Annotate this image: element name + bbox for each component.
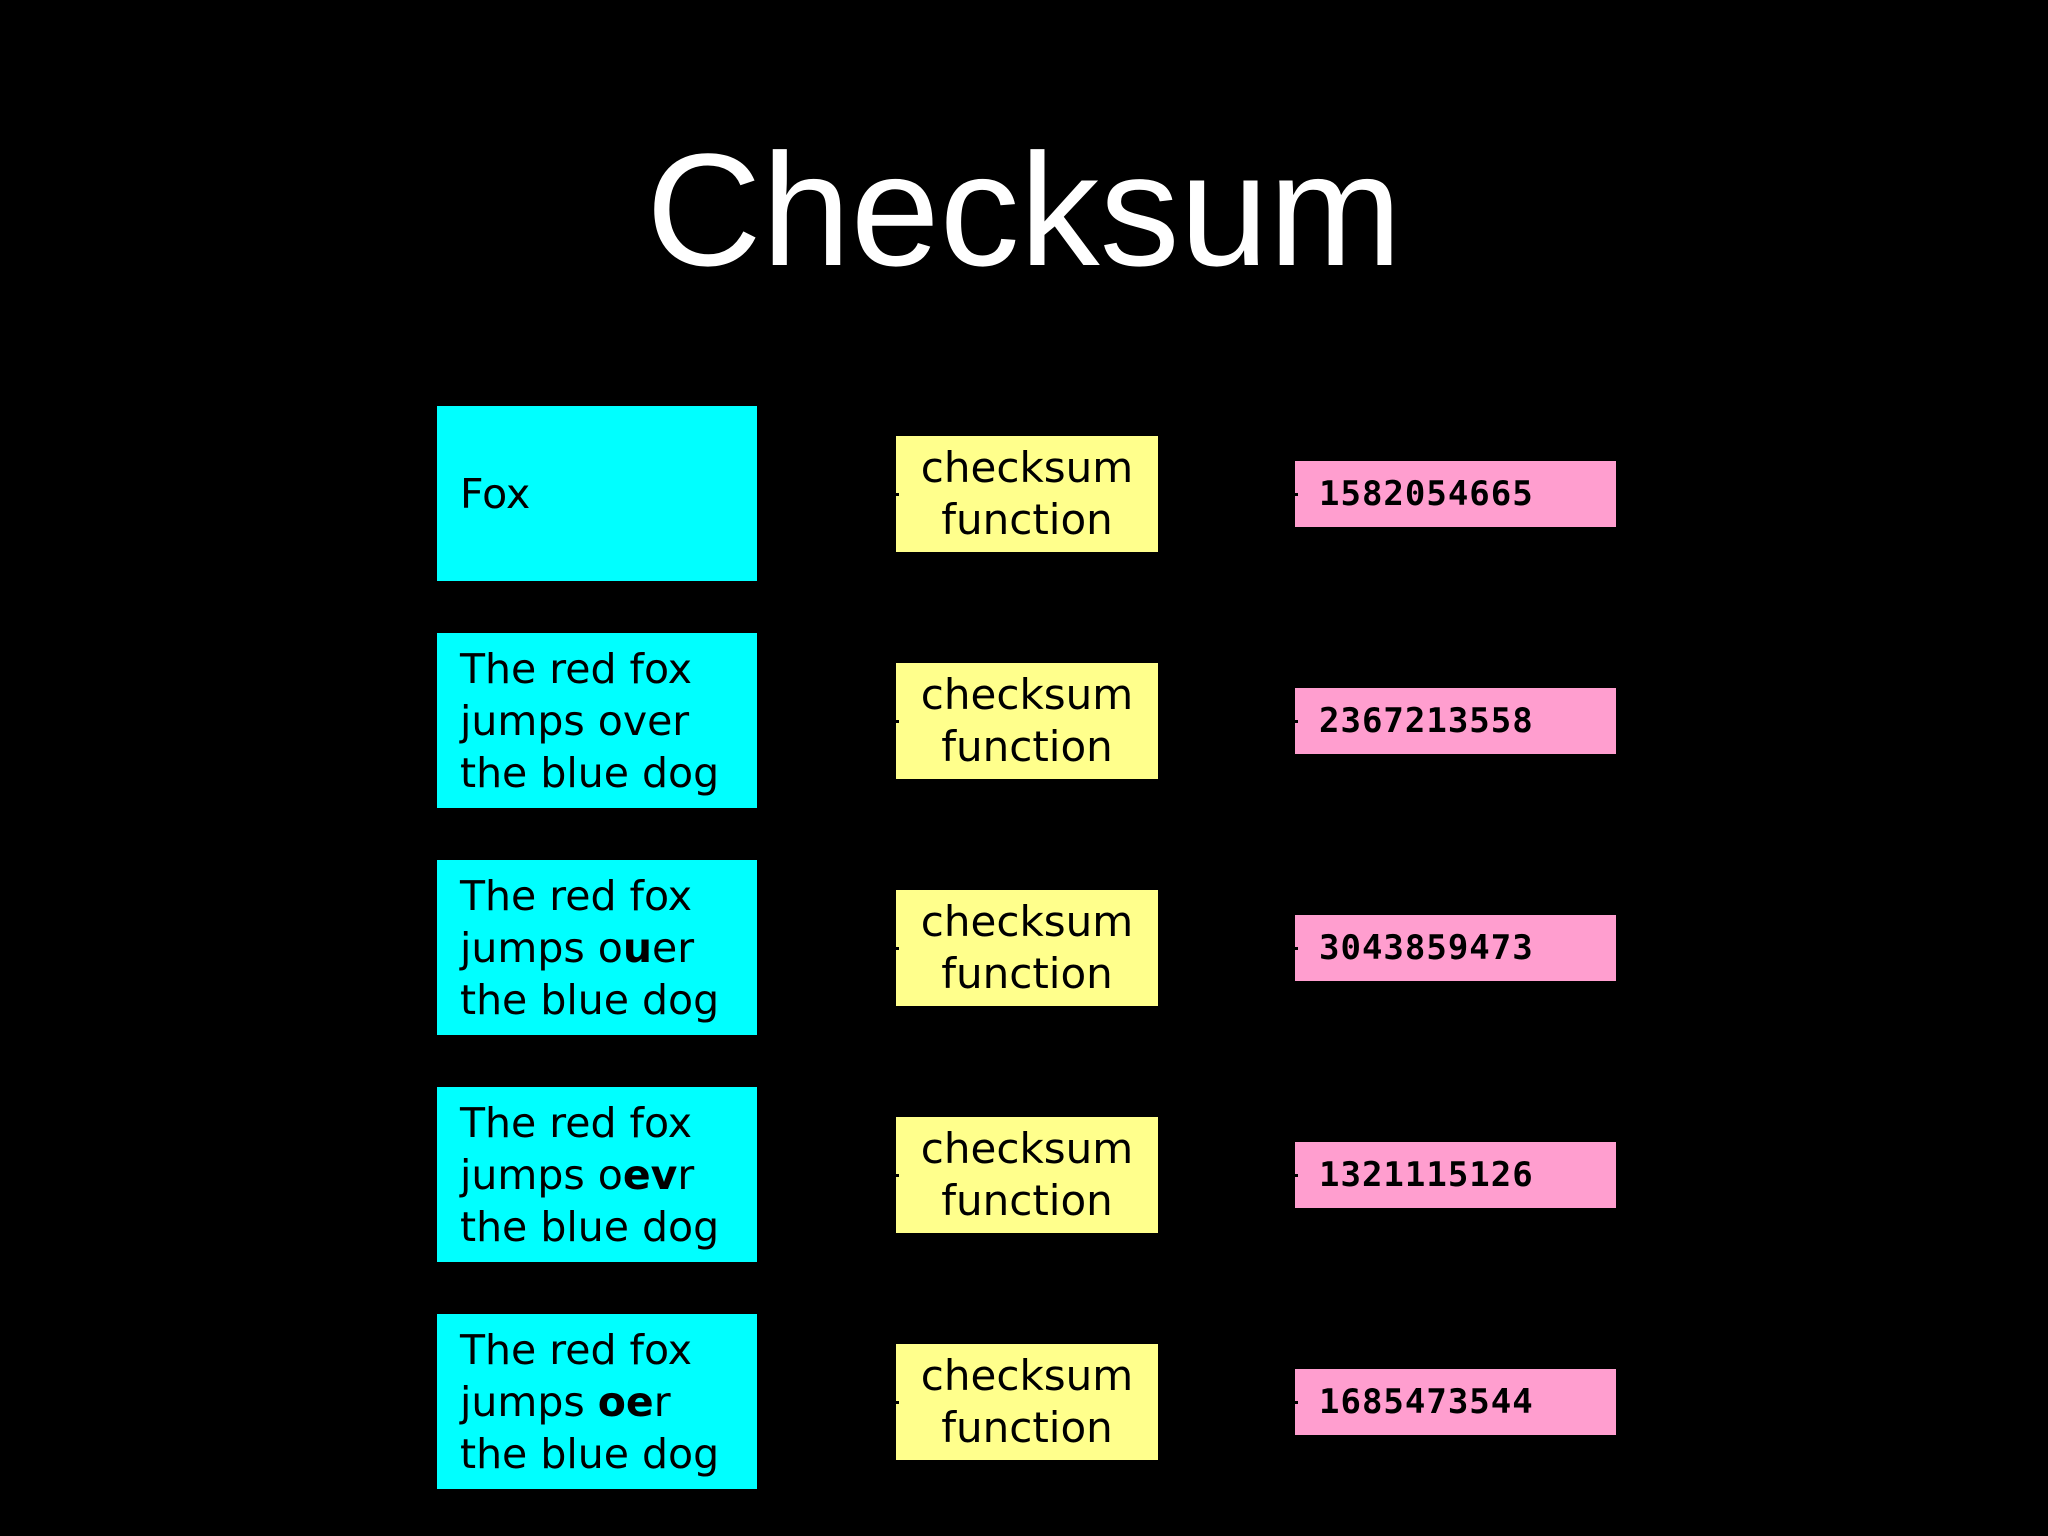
input-line: the blue dog — [460, 974, 719, 1026]
input-line: the blue dog — [460, 1201, 719, 1253]
input-segment: r — [677, 1150, 695, 1199]
input-line: The red fox — [460, 1097, 719, 1149]
input-line: jumps over — [460, 695, 719, 747]
input-segment: jumps over — [460, 696, 690, 745]
input-segment: Fox — [460, 469, 531, 518]
input-segment: er — [652, 923, 695, 972]
function-label: checksum — [920, 1123, 1134, 1173]
function-label: checksum — [920, 896, 1134, 946]
function-label: checksum — [920, 669, 1134, 719]
input-line: The red fox — [460, 1324, 719, 1376]
input-segment: The red fox — [460, 644, 693, 693]
connector-tick — [896, 492, 899, 496]
input-segment: The red fox — [460, 1325, 693, 1374]
input-segment-highlighted: ev — [622, 1150, 678, 1199]
connector-tick — [1295, 719, 1298, 723]
checksum-value: 1582054665 — [1319, 473, 1534, 514]
input-line: The red fox — [460, 870, 719, 922]
function-label: function — [941, 494, 1113, 544]
connector-tick — [896, 946, 899, 950]
connector-tick — [1295, 492, 1298, 496]
connector-tick — [896, 719, 899, 723]
input-box: Fox — [437, 406, 757, 581]
checksum-output-box: 3043859473 — [1295, 914, 1616, 981]
input-segment: The red fox — [460, 871, 693, 920]
input-segment: the blue dog — [460, 975, 720, 1024]
function-label: function — [941, 721, 1113, 771]
checksum-value: 1321115126 — [1319, 1154, 1534, 1195]
input-line: the blue dog — [460, 1428, 719, 1480]
input-line: the blue dog — [460, 747, 719, 799]
input-segment: the blue dog — [460, 1202, 720, 1251]
checksum-output-box: 1321115126 — [1295, 1141, 1616, 1208]
input-line: jumps oer — [460, 1376, 719, 1428]
slide-title: Checksum — [646, 120, 1402, 299]
checksum-output-box: 2367213558 — [1295, 687, 1616, 754]
function-label: function — [941, 1402, 1113, 1452]
function-label: function — [941, 948, 1113, 998]
function-label: checksum — [920, 1350, 1134, 1400]
input-line: The red fox — [460, 643, 719, 695]
connector-tick — [896, 1173, 899, 1177]
connector-tick — [896, 1400, 899, 1404]
input-line: jumps oevr — [460, 1149, 719, 1201]
input-text: Fox — [460, 468, 530, 520]
connector-tick — [1295, 1400, 1298, 1404]
connector-tick — [1295, 1173, 1298, 1177]
input-segment: the blue dog — [460, 748, 720, 797]
input-segment: jumps — [460, 1377, 598, 1426]
checksum-value: 1685473544 — [1319, 1381, 1534, 1422]
connector-tick — [1295, 946, 1298, 950]
input-segment: jumps o — [460, 923, 623, 972]
checksum-value: 3043859473 — [1319, 927, 1534, 968]
function-label: function — [941, 1175, 1113, 1225]
checksum-output-box: 1582054665 — [1295, 460, 1616, 527]
function-label: checksum — [920, 442, 1134, 492]
input-segment: r — [653, 1377, 671, 1426]
input-segment-highlighted: oe — [597, 1377, 654, 1426]
input-line: jumps ouer — [460, 922, 719, 974]
input-segment: the blue dog — [460, 1429, 720, 1478]
input-line: Fox — [460, 468, 530, 520]
input-segment: jumps o — [460, 1150, 623, 1199]
checksum-value: 2367213558 — [1319, 700, 1534, 741]
input-segment: The red fox — [460, 1098, 693, 1147]
input-segment-highlighted: u — [622, 923, 653, 972]
checksum-output-box: 1685473544 — [1295, 1368, 1616, 1435]
